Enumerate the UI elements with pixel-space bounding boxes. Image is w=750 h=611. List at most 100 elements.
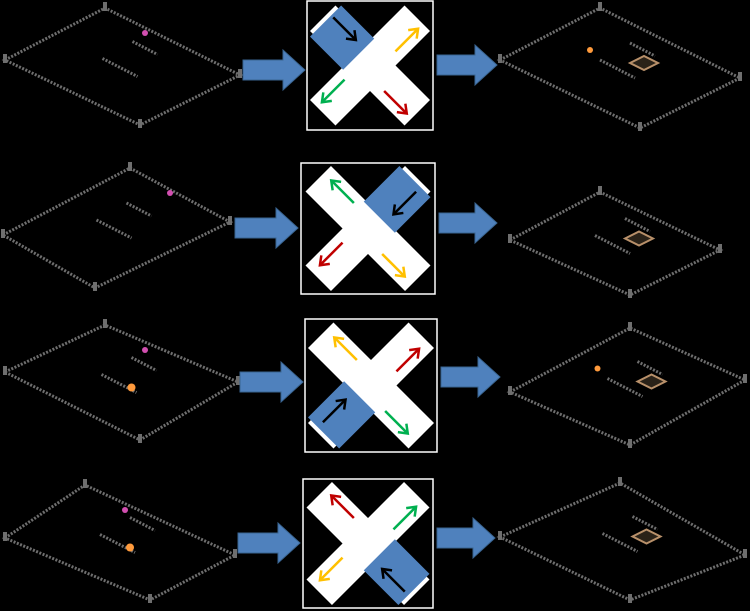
arrow-head: [318, 255, 330, 267]
inner-wall: [594, 217, 651, 255]
blocked-arm: [363, 166, 431, 233]
blocked-arm: [310, 5, 375, 70]
crossroad-arm: [310, 5, 430, 126]
wall-post: [598, 2, 602, 11]
arrow-head: [335, 398, 348, 410]
crossroad-arm: [306, 481, 430, 606]
arrow-shaft: [319, 241, 344, 267]
input-map: [1, 2, 244, 128]
yellow-direction-arrow: [381, 253, 407, 279]
arrow-shaft: [395, 347, 420, 373]
wall-post: [498, 54, 502, 63]
wall-post: [638, 122, 642, 131]
output-map: [506, 186, 724, 298]
wall-post: [628, 439, 632, 448]
incoming-direction-arrow: [332, 16, 358, 42]
inner-wall: [606, 360, 664, 398]
flow-arrow-in: [242, 48, 306, 92]
crossroad: [305, 166, 431, 291]
arrow-head: [345, 29, 358, 42]
arrow-head: [380, 567, 393, 580]
arrow-shaft: [381, 253, 406, 278]
torch-light: [126, 543, 134, 552]
inner-wall: [95, 201, 153, 240]
wall-post: [618, 477, 622, 486]
wall-post: [3, 532, 7, 541]
arrow-head: [329, 178, 342, 191]
flow-arrow-in: [237, 521, 301, 565]
arrow-shaft: [381, 568, 406, 593]
flow-arrow-in: [239, 360, 304, 404]
flow-arrow-out: [440, 355, 501, 399]
arrow-shaft: [321, 78, 346, 104]
green-direction-arrow: [329, 178, 355, 204]
intersection-panel: [300, 162, 436, 295]
wall-post: [83, 479, 87, 488]
arrow-head: [409, 347, 421, 359]
wall-post: [148, 594, 152, 603]
wall-post: [236, 376, 240, 385]
map-wall-outline: [506, 190, 724, 297]
arrow-head: [332, 335, 345, 348]
wall-post: [508, 386, 512, 395]
torch-light: [594, 365, 601, 372]
wall-post: [743, 549, 747, 558]
grate-tile: [627, 54, 661, 72]
inner-wall: [599, 41, 656, 80]
arrow-shaft: [330, 179, 355, 204]
wall-post: [3, 54, 7, 63]
wall-post: [628, 289, 632, 298]
wall-post: [628, 322, 632, 331]
yellow-direction-arrow: [318, 556, 344, 582]
incoming-direction-arrow: [391, 190, 417, 216]
map-wall-outline: [496, 481, 749, 602]
blocked-arm-shape: [307, 381, 376, 449]
wall-post: [238, 69, 242, 78]
incoming-direction-arrow: [322, 398, 348, 424]
portal-light: [122, 507, 128, 513]
portal-light: [167, 190, 173, 196]
output-map: [506, 322, 749, 448]
blocked-arm-shape: [363, 539, 430, 605]
red-direction-arrow: [383, 90, 409, 116]
arrow-shaft: [332, 16, 357, 41]
green-direction-arrow: [392, 505, 418, 531]
wall-post: [738, 72, 742, 81]
torch-light: [127, 383, 136, 392]
map-wall-outline: [0, 166, 234, 290]
arrow-shaft: [319, 556, 344, 582]
inner-wall: [601, 515, 659, 553]
blocked-arm: [363, 539, 430, 605]
wall-post: [508, 234, 512, 243]
torch-light: [587, 47, 593, 53]
intersection-panel: [304, 318, 438, 453]
wall-post: [718, 244, 722, 253]
output-map: [496, 477, 749, 603]
yellow-direction-arrow: [394, 27, 420, 53]
output-map: [496, 2, 744, 131]
grate-tile: [635, 373, 668, 390]
map-wall-outline: [496, 6, 744, 130]
blocked-arm: [307, 381, 376, 449]
flow-arrow-out: [436, 43, 498, 87]
arrow-shaft: [394, 27, 419, 53]
arrow-shaft: [333, 336, 358, 361]
green-direction-arrow: [384, 410, 410, 436]
red-direction-arrow: [318, 241, 344, 267]
arrow-head: [320, 92, 332, 104]
flow-arrow-in: [234, 206, 299, 250]
portal-light: [142, 347, 148, 353]
wall-post: [598, 186, 602, 195]
arrow-shaft: [383, 90, 408, 115]
wall-post: [1, 229, 5, 238]
arrow-head: [394, 266, 407, 279]
arrow-head: [318, 570, 330, 582]
blocked-arm-shape: [363, 166, 431, 233]
map-wall-outline: [1, 323, 242, 442]
arrow-shaft: [384, 410, 409, 435]
wall-post: [93, 282, 97, 291]
wall-post: [628, 594, 632, 603]
arrow-head: [397, 423, 410, 436]
arrow-head: [329, 493, 342, 506]
wall-post: [138, 119, 142, 128]
